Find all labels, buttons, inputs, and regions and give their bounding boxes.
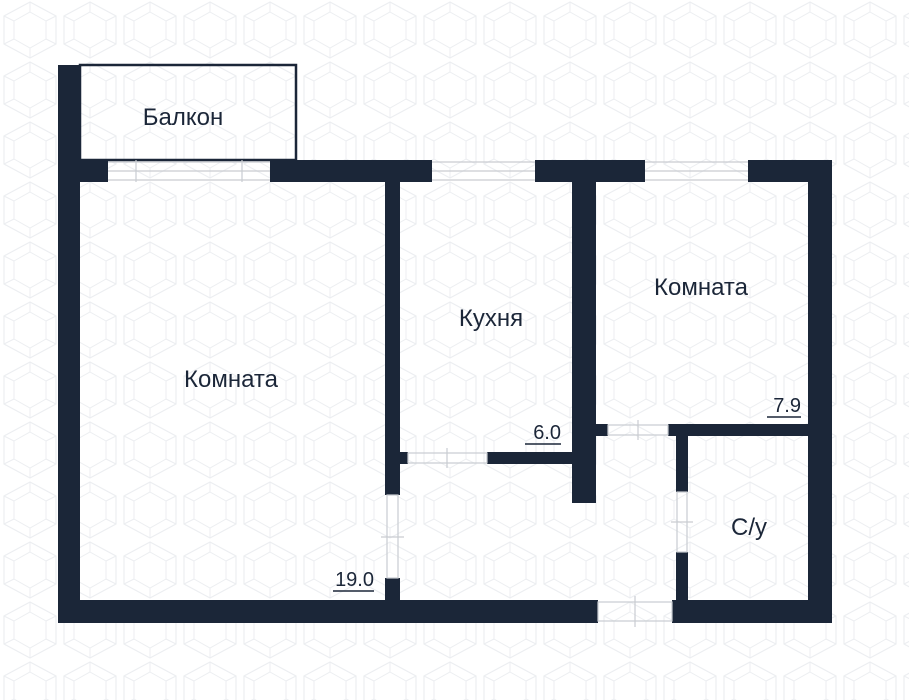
balcony-label: Балкон	[143, 104, 223, 131]
window-kitchen	[432, 161, 535, 181]
window-balcony	[108, 160, 270, 182]
bathroom-label: С/у	[731, 514, 767, 541]
door-bathroom	[671, 491, 693, 553]
kitchen-label: Кухня	[459, 305, 523, 332]
door-large-room	[381, 494, 404, 579]
small-room-label: Комната	[654, 274, 749, 301]
door-kitchen	[407, 448, 488, 468]
large-room-label: Комната	[184, 366, 279, 393]
exterior-walls	[58, 65, 832, 623]
window-small-room	[645, 161, 748, 181]
large-room-area: 19.0	[335, 569, 374, 591]
small-room-area: 7.9	[773, 395, 801, 417]
door-entrance	[597, 596, 673, 627]
door-small-room	[607, 420, 669, 440]
interior-walls	[385, 182, 808, 602]
kitchen-area: 6.0	[533, 422, 561, 444]
